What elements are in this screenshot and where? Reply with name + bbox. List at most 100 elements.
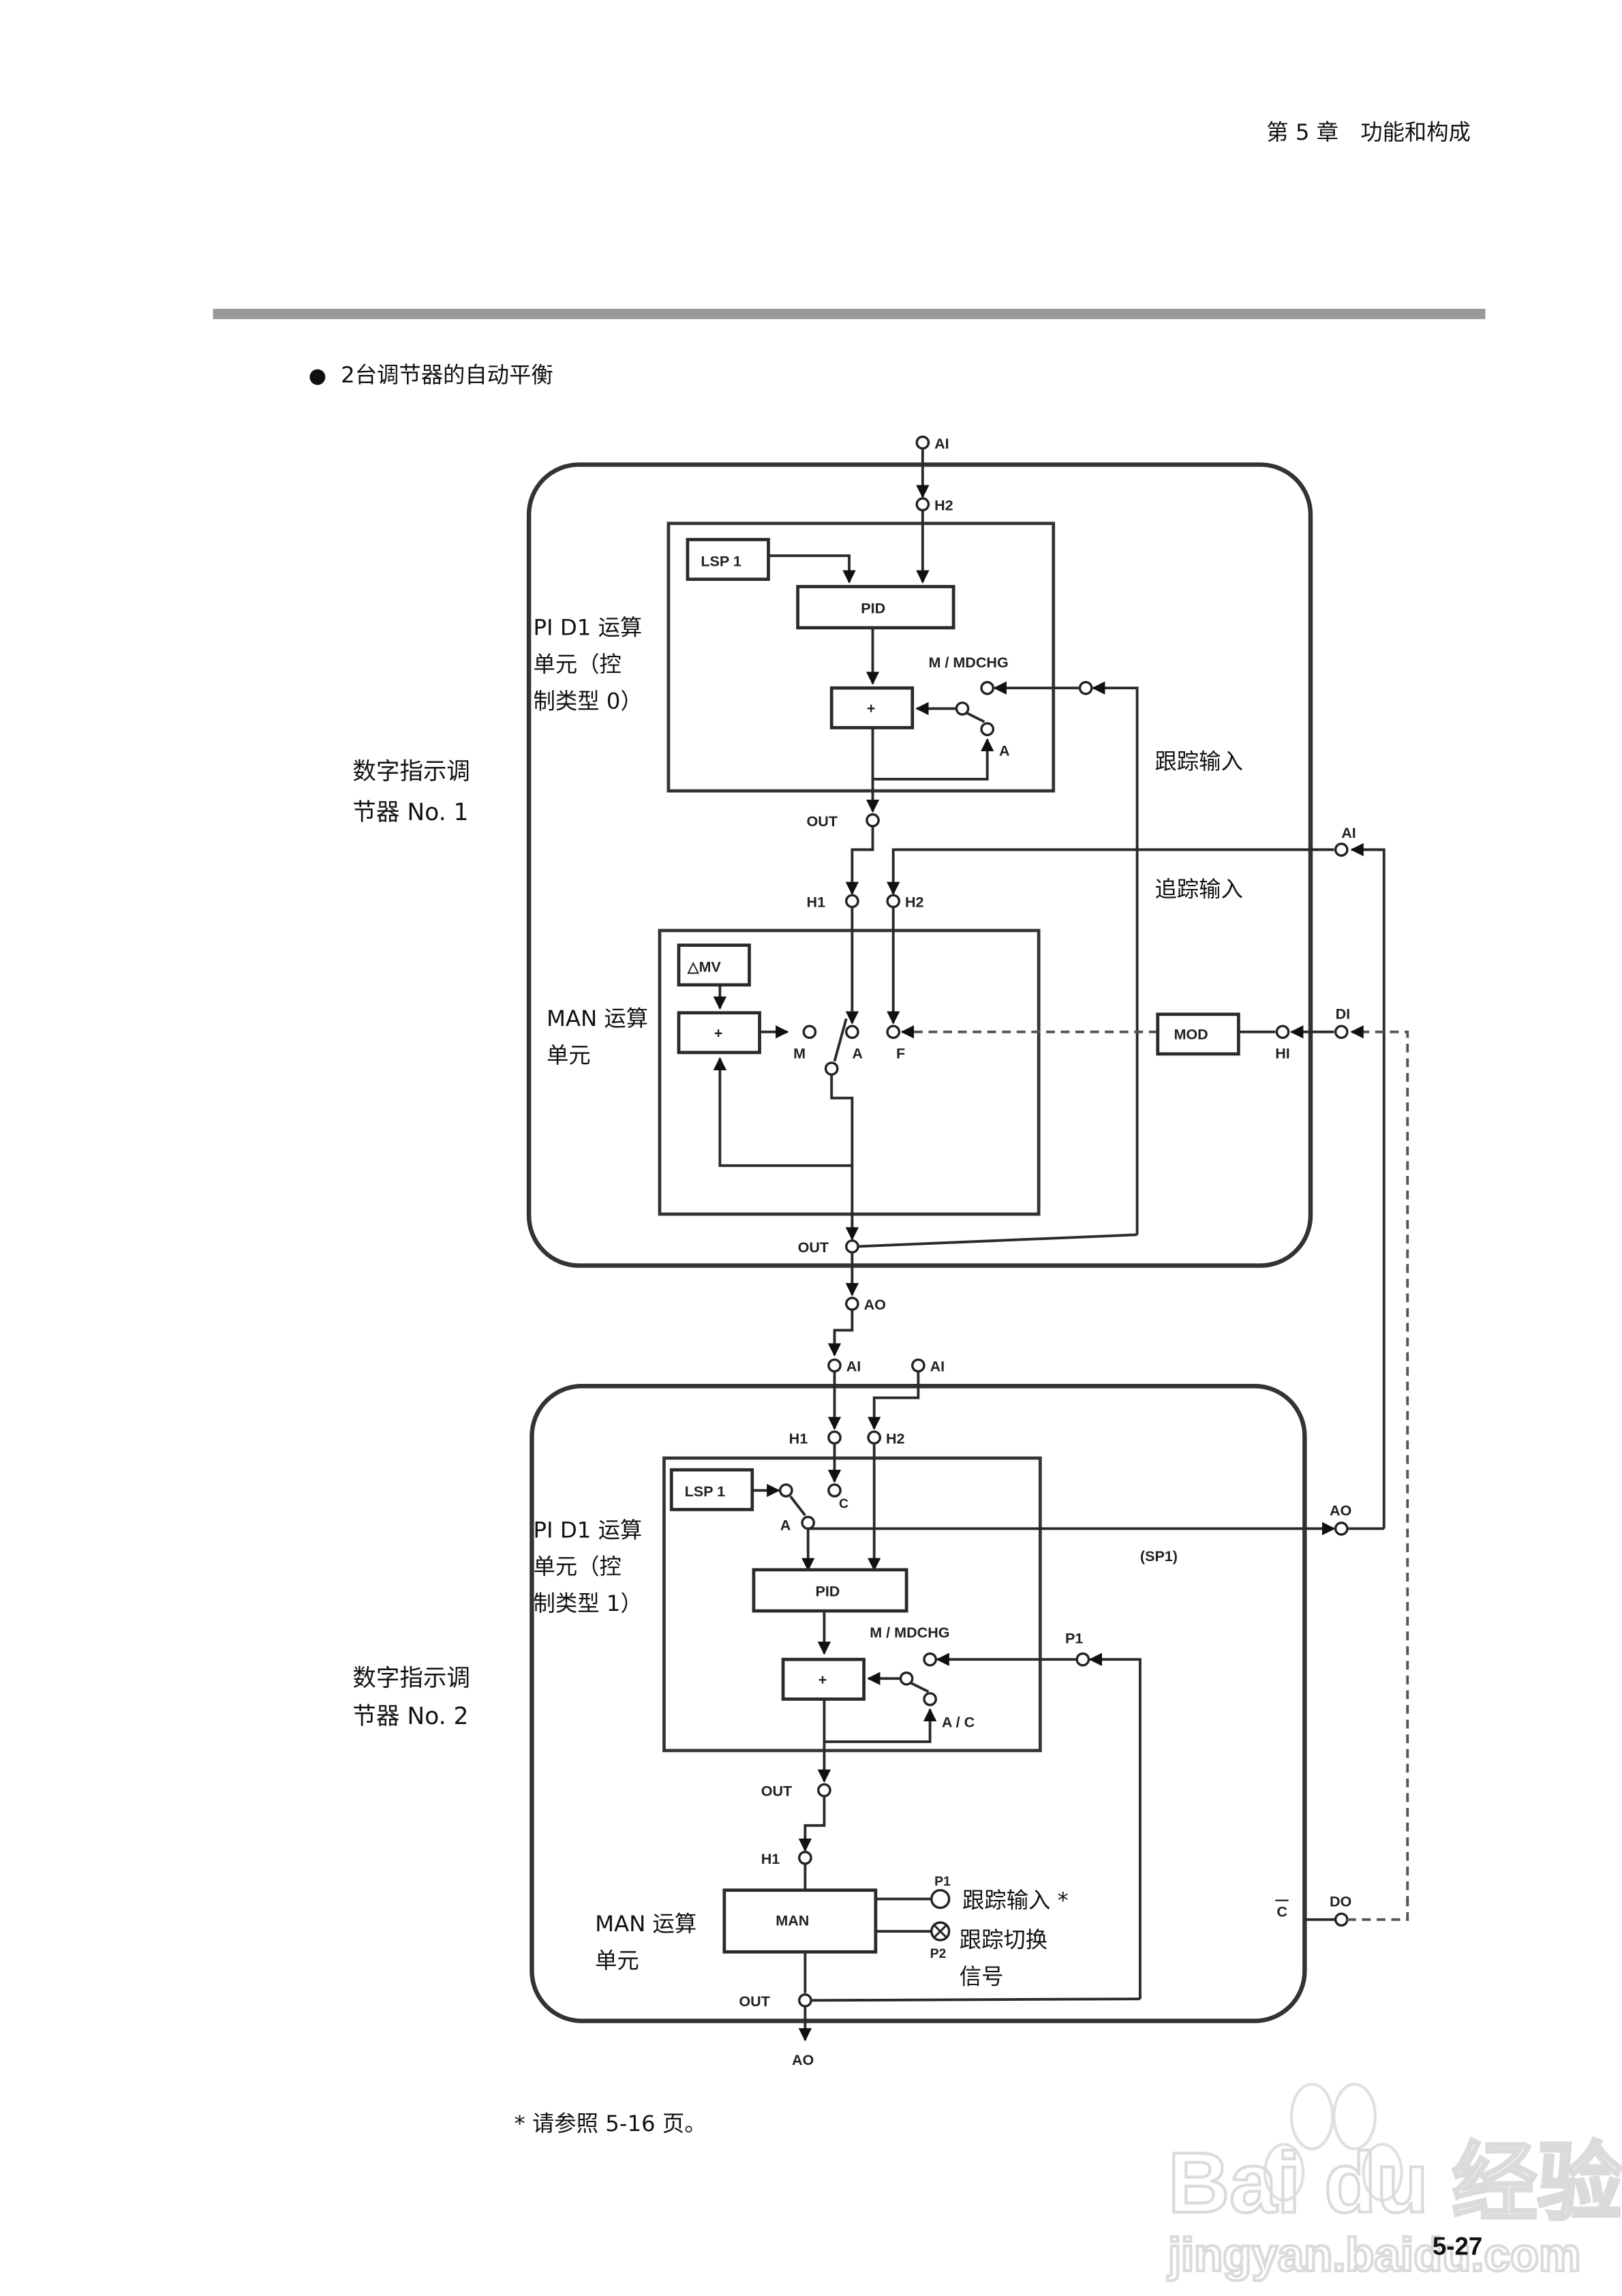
watermark-url: jingyan.baidu.com bbox=[1167, 2229, 1580, 2281]
terminal-out-4 bbox=[798, 1993, 812, 2008]
pid-unit-2-label-3: 制类型 1） bbox=[534, 1590, 643, 1616]
ai-right-label: AI bbox=[1341, 824, 1356, 841]
terminal-h2-2-label: H2 bbox=[886, 1430, 905, 1447]
terminal-ao-bottom-label: AO bbox=[792, 2051, 814, 2068]
terminal-h2-2 bbox=[867, 1430, 882, 1445]
pid-unit-1-label-3: 制类型 0） bbox=[534, 688, 643, 714]
header-rule bbox=[213, 309, 1486, 320]
terminal-ao bbox=[845, 1297, 859, 1311]
baidu-watermark: Bai du 经验 jingyan.baidu.com bbox=[1165, 2083, 1622, 2282]
switch-2-lsp-terminal bbox=[779, 1483, 793, 1498]
terminal-h1 bbox=[845, 894, 859, 909]
switch-1-common bbox=[955, 701, 970, 716]
dmv-block bbox=[677, 943, 751, 987]
terminal-hi bbox=[1275, 1025, 1290, 1040]
terminal-do bbox=[1334, 1912, 1349, 1927]
wire-feedback-a bbox=[871, 727, 994, 781]
chapter-label: 第 5 章 bbox=[1266, 119, 1338, 145]
controller-2-name-line1: 数字指示调 bbox=[352, 1665, 470, 1692]
pid-block-2 bbox=[752, 1568, 908, 1613]
pid-label-2: PID bbox=[815, 1583, 840, 1600]
terminal-out-3-label: OUT bbox=[761, 1783, 792, 1800]
switch-2-c-label: C bbox=[839, 1496, 848, 1511]
switch-2-a-terminal bbox=[801, 1515, 816, 1530]
controller-1: 数字指示调 节器 No. 1 AI H2 PI D1 运算 单元（控 制类型 0… bbox=[352, 435, 1409, 1905]
terminal-ai1 bbox=[827, 1358, 842, 1373]
terminal-hi-label: HI bbox=[1275, 1044, 1290, 1061]
pid-unit-2-label-2: 单元（控 bbox=[534, 1554, 622, 1580]
wire-feedback-ac bbox=[823, 1699, 937, 1743]
man-unit-1-label-1: MAN 运算 bbox=[547, 1006, 648, 1031]
sum-label-2: + bbox=[818, 1671, 827, 1688]
wire-ai2-h2 bbox=[867, 1371, 920, 1430]
mdchg-terminal-2 bbox=[923, 1652, 937, 1667]
terminal-ai2-label: AI bbox=[930, 1358, 945, 1375]
sum-block bbox=[829, 686, 915, 729]
tracking-terminal bbox=[1078, 680, 1093, 695]
mdchg-label: M / MDCHG bbox=[928, 654, 1008, 671]
switch-m-terminal bbox=[802, 1025, 817, 1040]
pid-label: PID bbox=[861, 599, 885, 616]
chapter-title: 功能和构成 bbox=[1360, 119, 1471, 145]
wire-man-feedback bbox=[713, 1057, 853, 1167]
wire-ao-to-ai bbox=[1350, 843, 1386, 1529]
pid-unit-2-box bbox=[662, 1456, 1042, 1753]
terminal-ao-label: AO bbox=[864, 1296, 886, 1313]
p1-label: P1 bbox=[1065, 1630, 1083, 1647]
switch-1-blade bbox=[966, 712, 985, 723]
switch-2-a-label: A bbox=[780, 1517, 791, 1534]
terminal-out-2-label: OUT bbox=[798, 1239, 829, 1256]
switch-3-common bbox=[899, 1671, 914, 1686]
switch-1-a-terminal bbox=[980, 722, 995, 736]
wire-out-h1 bbox=[845, 826, 874, 895]
switch-f-terminal bbox=[886, 1025, 901, 1040]
terminal-ai1-label: AI bbox=[846, 1358, 861, 1375]
terminal-p1 bbox=[1075, 1652, 1090, 1667]
wire-lsp-pid bbox=[768, 554, 856, 584]
pid-unit-1-box bbox=[667, 522, 1056, 793]
baidu-paw-icon bbox=[1263, 2083, 1403, 2202]
man-unit-2-label-1: MAN 运算 bbox=[595, 1911, 697, 1937]
controller-2: AI AI 数字指示调 节器 No. 2 H1 H2 PI D1 运算 单元（控… bbox=[352, 1310, 1409, 2068]
wire-do-di bbox=[1350, 1025, 1409, 1905]
sum-block-2 bbox=[781, 1657, 866, 1701]
follow-input-label: 追踪输入 bbox=[1154, 876, 1242, 902]
terminal-ao-right bbox=[1334, 1522, 1349, 1536]
tracking-input-2-label: 跟踪输入 * bbox=[962, 1888, 1069, 1914]
man-switch-common bbox=[824, 1061, 839, 1076]
pid-block bbox=[796, 585, 955, 630]
man-switch-blade bbox=[833, 1018, 848, 1062]
wire-tracking-loop bbox=[1091, 681, 1139, 1235]
terminal-p2-label: P2 bbox=[930, 1946, 947, 1961]
lsp1-block bbox=[686, 538, 770, 581]
switch-3-ac-label: A / C bbox=[942, 1713, 975, 1730]
controller-1-name-line2: 节器 No. 1 bbox=[352, 799, 468, 826]
tracking-switch-label-2: 信号 bbox=[960, 1964, 1004, 1990]
terminal-h1b bbox=[798, 1850, 812, 1865]
terminal-out-4-label: OUT bbox=[739, 1993, 769, 2010]
pid-unit-1-label-1: PI D1 运算 bbox=[534, 615, 643, 641]
controller-1-name-line1: 数字指示调 bbox=[352, 758, 470, 785]
wire-do-dash bbox=[1347, 1896, 1409, 1921]
switch-2-c-terminal bbox=[827, 1483, 842, 1498]
terminal-h1-label: H1 bbox=[807, 893, 826, 910]
wire-out-h1b bbox=[798, 1796, 826, 1852]
terminal-h1-2 bbox=[827, 1430, 842, 1445]
page-number: 5-27 bbox=[1433, 2232, 1482, 2260]
switch-2-blade bbox=[789, 1495, 806, 1517]
man-unit-2-label-2: 单元 bbox=[595, 1948, 639, 1974]
wire-out-p1-feedback bbox=[810, 1997, 1140, 2002]
terminal-ai-top-label: AI bbox=[934, 435, 949, 452]
terminal-h2-top-label: H2 bbox=[934, 496, 953, 513]
terminal-out-1-label: OUT bbox=[807, 813, 838, 830]
pid-unit-1-label-2: 单元（控 bbox=[534, 652, 622, 678]
switch-a-label: A bbox=[852, 1044, 863, 1061]
do-label: DO bbox=[1330, 1892, 1351, 1909]
terminal-p2-cross-icon bbox=[934, 1924, 947, 1938]
switch-3-ac-terminal bbox=[923, 1692, 937, 1706]
tracking-input-label: 跟踪输入 bbox=[1154, 749, 1242, 774]
pid-unit-2-label-1: PI D1 运算 bbox=[534, 1517, 643, 1543]
man-unit-1-box bbox=[658, 928, 1041, 1216]
